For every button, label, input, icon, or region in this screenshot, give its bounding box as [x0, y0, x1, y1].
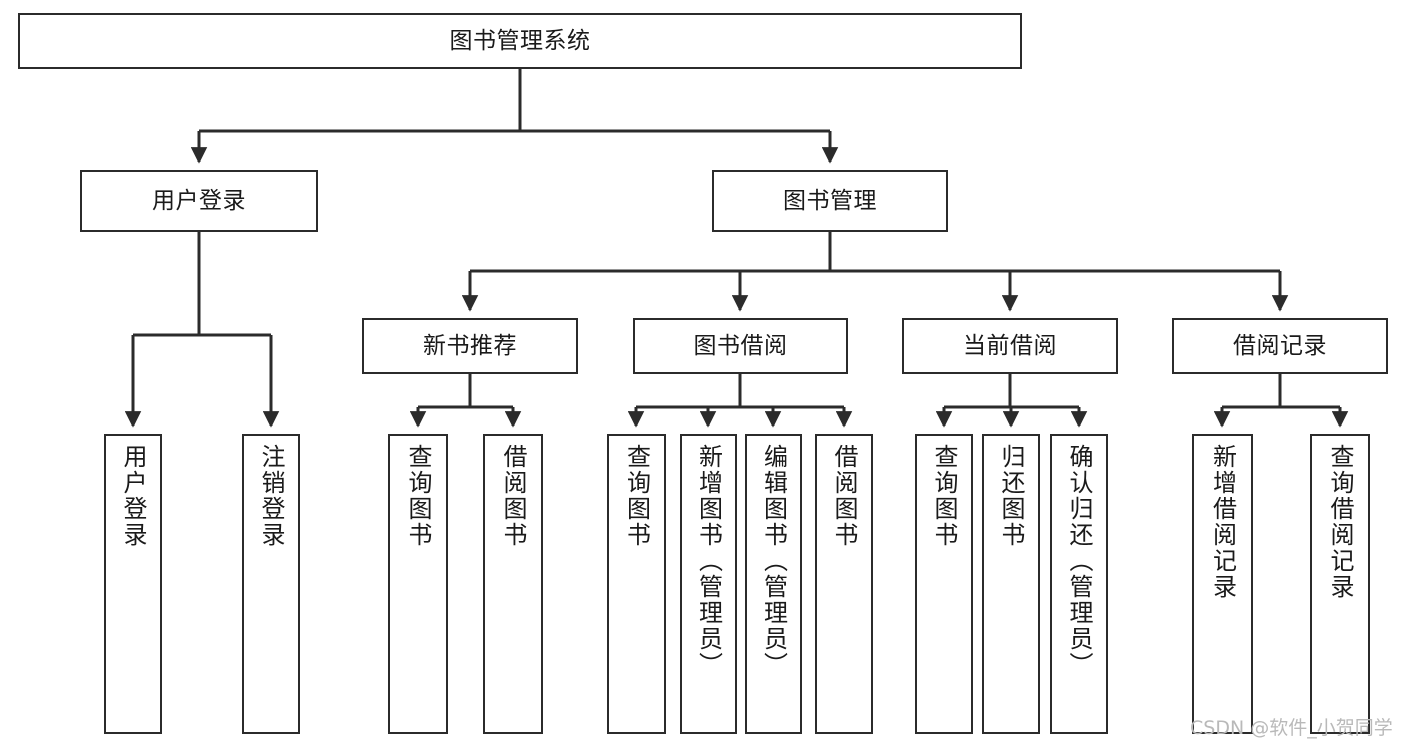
node-current-borrow[interactable]: 当前借阅 — [902, 318, 1118, 374]
leaf-add-borrow-record-label: 新增借阅记录 — [1208, 444, 1237, 600]
node-book-management-label: 图书管理 — [783, 187, 877, 214]
node-new-book-recommend-label: 新书推荐 — [423, 332, 517, 359]
node-user-login[interactable]: 用户登录 — [80, 170, 318, 232]
leaf-edit-book-admin-label: 编辑图书（管理员） — [759, 444, 788, 678]
leaf-confirm-return-admin[interactable]: 确认归还（管理员） — [1050, 434, 1108, 734]
leaf-user-logout-label: 注销登录 — [257, 444, 285, 548]
leaf-query-books-newbook[interactable]: 查询图书 — [388, 434, 448, 734]
leaf-user-logout[interactable]: 注销登录 — [242, 434, 300, 734]
leaf-query-books-borrow[interactable]: 查询图书 — [607, 434, 666, 734]
watermark-text: CSDN @软件_小贺同学 — [1190, 717, 1393, 739]
leaf-query-books-borrow-label: 查询图书 — [622, 444, 651, 548]
leaf-query-borrow-record-label: 查询借阅记录 — [1326, 444, 1354, 600]
leaf-borrow-books-newbook[interactable]: 借阅图书 — [483, 434, 543, 734]
leaf-add-book-admin[interactable]: 新增图书（管理员） — [680, 434, 737, 734]
node-new-book-recommend[interactable]: 新书推荐 — [362, 318, 578, 374]
leaf-query-books-current[interactable]: 查询图书 — [915, 434, 973, 734]
node-book-borrow-label: 图书借阅 — [693, 332, 788, 359]
leaf-borrow-books-newbook-label: 借阅图书 — [499, 444, 527, 548]
leaf-user-login-label: 用户登录 — [119, 444, 147, 548]
node-borrow-record-label: 借阅记录 — [1233, 332, 1327, 359]
leaf-confirm-return-admin-label: 确认归还（管理员） — [1065, 444, 1093, 678]
leaf-user-login[interactable]: 用户登录 — [104, 434, 162, 734]
node-root-label: 图书管理系统 — [449, 27, 591, 54]
leaf-query-books-current-label: 查询图书 — [930, 444, 958, 548]
leaf-query-borrow-record[interactable]: 查询借阅记录 — [1310, 434, 1370, 734]
node-root[interactable]: 图书管理系统 — [18, 13, 1022, 69]
node-book-management[interactable]: 图书管理 — [712, 170, 948, 232]
leaf-add-borrow-record[interactable]: 新增借阅记录 — [1192, 434, 1253, 734]
leaf-add-book-admin-label: 新增图书（管理员） — [694, 444, 723, 678]
node-current-borrow-label: 当前借阅 — [963, 332, 1057, 359]
node-user-login-label: 用户登录 — [152, 187, 246, 214]
leaf-return-books-label: 归还图书 — [997, 444, 1025, 548]
leaf-borrow-books-borrow-label: 借阅图书 — [830, 444, 858, 548]
node-borrow-record[interactable]: 借阅记录 — [1172, 318, 1388, 374]
leaf-edit-book-admin[interactable]: 编辑图书（管理员） — [745, 434, 802, 734]
node-book-borrow[interactable]: 图书借阅 — [633, 318, 848, 374]
leaf-borrow-books-borrow[interactable]: 借阅图书 — [815, 434, 873, 734]
leaf-query-books-newbook-label: 查询图书 — [404, 444, 432, 548]
leaf-return-books[interactable]: 归还图书 — [982, 434, 1040, 734]
